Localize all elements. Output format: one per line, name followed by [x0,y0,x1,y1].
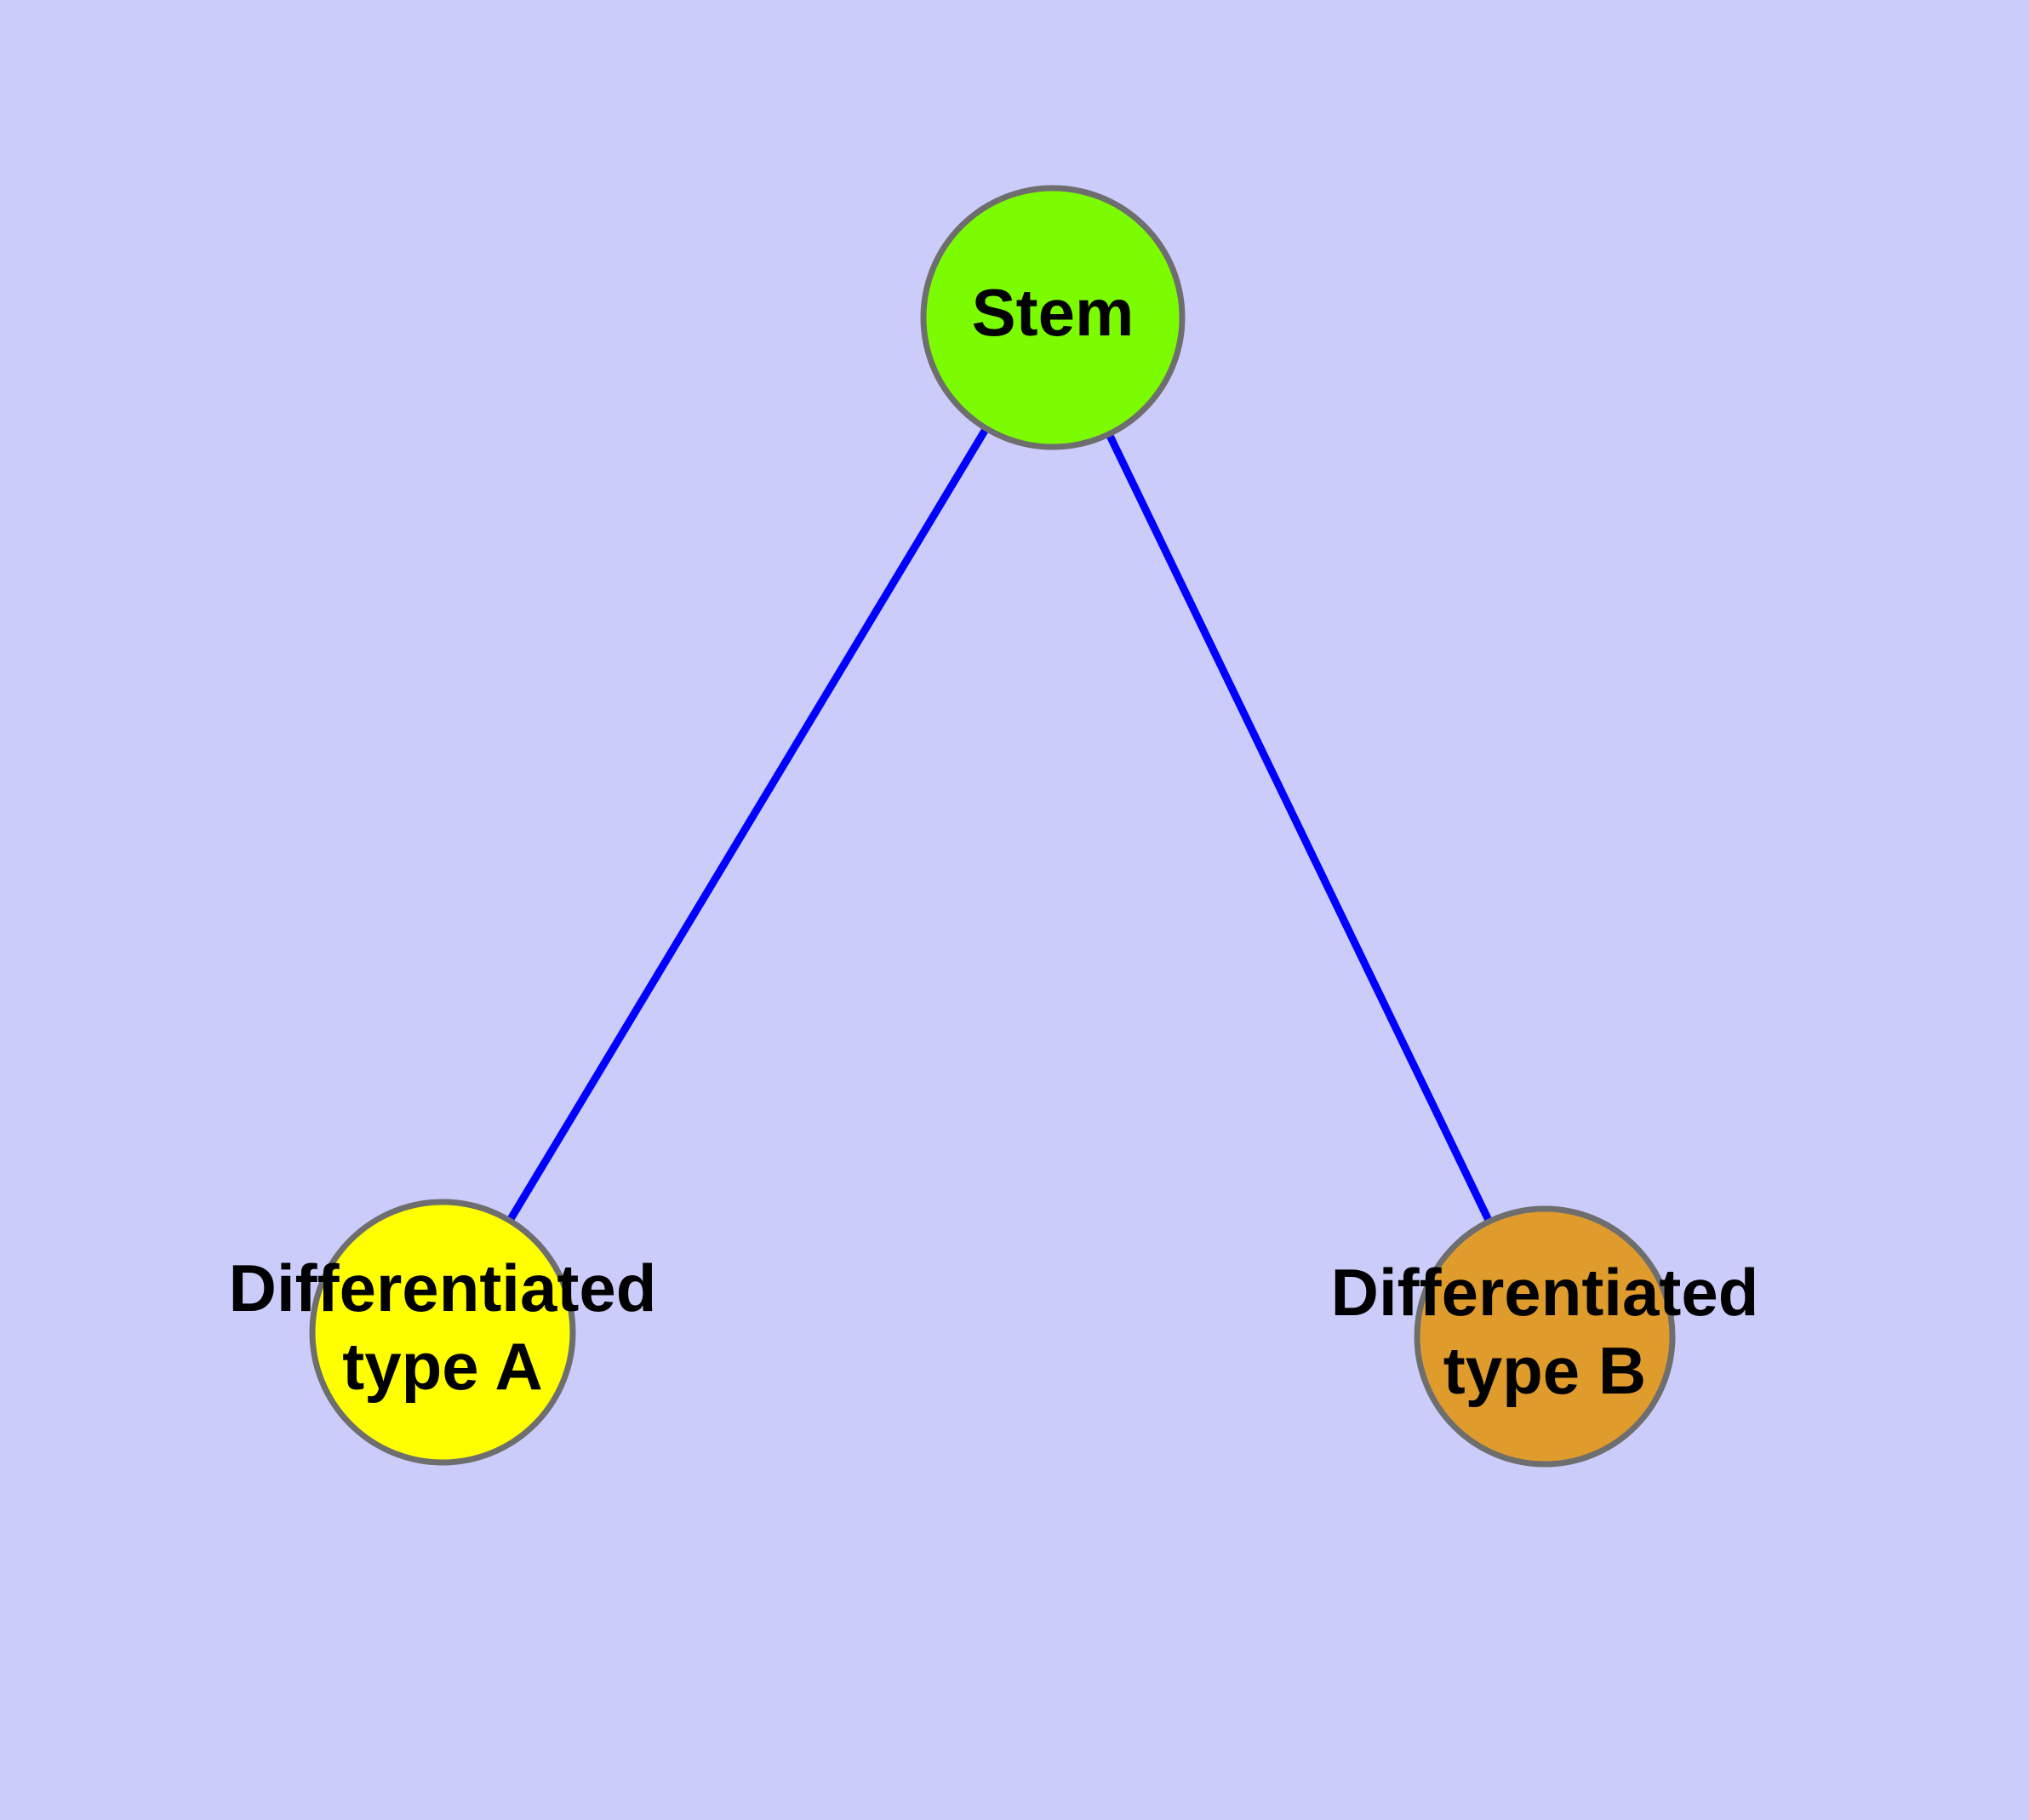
node-label-stem: Stem [972,275,1135,350]
label-line: type B [1443,1333,1646,1408]
node-stem[interactable] [920,185,1186,450]
edge-layer [439,315,1549,1338]
label-line: Differentiated [1331,1255,1759,1330]
label-line: Differentiated [229,1251,657,1325]
label-line: Stem [972,275,1135,350]
node-layer [309,185,1676,1468]
edge-stem-to-diff-a[interactable] [439,315,1056,1335]
label-line: type A [342,1329,543,1404]
node-diff_a[interactable] [309,1199,576,1466]
edge-stem-to-diff-b[interactable] [1049,316,1549,1338]
node-diff_b[interactable] [1414,1205,1676,1468]
